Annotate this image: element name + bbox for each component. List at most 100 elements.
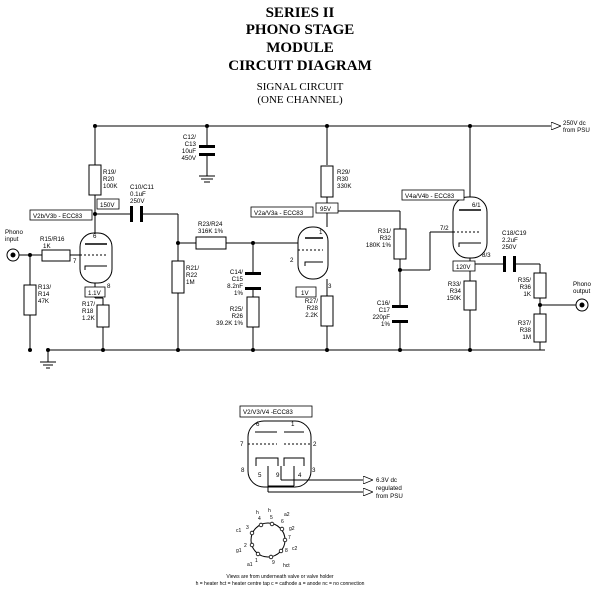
- label-r33: R33/ R34 150K: [447, 281, 462, 302]
- svg-text:6/1: 6/1: [472, 202, 481, 209]
- resistor-r15: [41, 249, 71, 262]
- label-c16: C16/ C17 220pF 1%: [372, 300, 390, 328]
- svg-text:R20: R20: [103, 176, 115, 183]
- svg-text:R23/R24: R23/R24: [198, 221, 223, 228]
- heater-supply-3: from PSU: [376, 493, 403, 500]
- svg-text:3: 3: [312, 467, 316, 474]
- svg-text:180K 1%: 180K 1%: [366, 242, 392, 249]
- svg-text:c2: c2: [292, 546, 298, 552]
- svg-text:2: 2: [313, 441, 317, 448]
- svg-text:2: 2: [290, 257, 294, 264]
- resistor-r25: [246, 296, 260, 328]
- resistor-r17: [96, 304, 110, 328]
- resistor-r35: [533, 272, 547, 299]
- svg-text:3: 3: [246, 525, 249, 531]
- voltage-1: 1V: [301, 290, 309, 297]
- svg-text:8.2nF: 8.2nF: [227, 283, 243, 290]
- svg-text:8/3: 8/3: [482, 252, 491, 259]
- svg-text:3: 3: [328, 283, 332, 290]
- capacitor-c16: [392, 305, 408, 308]
- label-r23: R23/R24 316K 1%: [198, 221, 224, 235]
- svg-text:C12/: C12/: [183, 134, 196, 141]
- subtitle-line-2: (ONE CHANNEL): [257, 94, 343, 106]
- capacitor-c14: [245, 272, 261, 275]
- svg-text:450V: 450V: [182, 155, 197, 162]
- valve-v2b: [79, 232, 113, 284]
- svg-text:R27/: R27/: [305, 298, 318, 305]
- label-phono-input: Phono input: [5, 229, 23, 243]
- label-r27: R27/ R28 2.2K: [305, 298, 319, 319]
- heater-supply-2: regulated: [376, 485, 402, 492]
- svg-text:1K: 1K: [523, 291, 531, 298]
- footnote-line-1: Views are from underneath valve or valve…: [226, 574, 334, 580]
- svg-text:1M: 1M: [186, 279, 195, 286]
- svg-text:C17: C17: [379, 307, 391, 314]
- svg-text:8: 8: [241, 467, 245, 474]
- svg-text:100K: 100K: [103, 183, 118, 190]
- svg-text:250V: 250V: [502, 244, 517, 251]
- svg-text:1K: 1K: [43, 243, 51, 250]
- title-line-4: CIRCUIT DIAGRAM: [228, 58, 371, 74]
- label-r35: R35/ R36 1K: [518, 277, 532, 298]
- svg-text:150K: 150K: [447, 295, 462, 302]
- footnote: Views are from underneath valve or valve…: [196, 574, 365, 587]
- svg-text:C10/C11: C10/C11: [130, 184, 155, 191]
- svg-text:R32: R32: [380, 235, 392, 242]
- svg-text:9: 9: [276, 472, 280, 479]
- svg-text:R21/: R21/: [186, 265, 199, 272]
- svg-text:47K: 47K: [38, 298, 50, 305]
- label-r37: R37/ R38 1M: [518, 320, 532, 341]
- svg-text:from PSU: from PSU: [563, 127, 590, 134]
- capacitors: [130, 145, 516, 323]
- title-line-1: SERIES II: [266, 5, 335, 21]
- svg-text:1%: 1%: [381, 321, 390, 328]
- title-line-2: PHONO STAGE: [246, 22, 355, 38]
- svg-text:C13: C13: [185, 141, 197, 148]
- svg-text:C15: C15: [232, 276, 244, 283]
- svg-text:6: 6: [256, 421, 260, 428]
- label-r31: R31/ R32 180K 1%: [366, 228, 392, 249]
- svg-text:7/2: 7/2: [440, 225, 449, 232]
- svg-text:R29/: R29/: [337, 169, 350, 176]
- resistors: [23, 164, 547, 343]
- voltage-120: 120V: [456, 264, 471, 271]
- label-c10: C10/C11 0.1uF 250V: [130, 184, 155, 205]
- resistor-r31: [393, 228, 407, 260]
- valve-v4: [452, 196, 488, 259]
- svg-text:R19/: R19/: [103, 169, 116, 176]
- svg-text:8: 8: [285, 548, 288, 554]
- pin-numbers: 6 7 8 1 2 3 6/1 7/2 8/3: [73, 202, 491, 290]
- title-block: SERIES II PHONO STAGE MODULE CIRCUIT DIA…: [228, 5, 371, 106]
- svg-text:R13/: R13/: [38, 284, 51, 291]
- valve-base-pinout: h h a2 c1 g2 g1 c2 a1 hct 4 5 6 3 7 2 8 …: [236, 508, 298, 569]
- label-c14: C14/ C15 8.2nF 1%: [227, 269, 243, 297]
- svg-text:8: 8: [107, 283, 111, 290]
- heater-title: V2/V3/V4 -ECC83: [243, 409, 293, 416]
- voltage-1-1: 1.1V: [88, 290, 102, 297]
- svg-text:2.2K: 2.2K: [305, 312, 319, 319]
- svg-text:R38: R38: [520, 327, 532, 334]
- svg-text:250V: 250V: [130, 198, 145, 205]
- svg-text:R28: R28: [307, 305, 319, 312]
- valve-label-v2b: V2b/V3b - ECC83: [33, 213, 83, 220]
- capacitor-c12: [199, 145, 215, 148]
- svg-text:39.2K 1%: 39.2K 1%: [216, 320, 243, 327]
- label-c18: C18/C19 2.2uF 250V: [502, 230, 527, 251]
- svg-text:6: 6: [281, 519, 284, 525]
- label-r25: R25/ R26 39.2K 1%: [216, 306, 243, 327]
- svg-text:R14: R14: [38, 291, 50, 298]
- svg-text:R33/: R33/: [448, 281, 461, 288]
- resistor-r37: [533, 313, 547, 343]
- component-labels: R19/ R20 100K C12/ C13 10uF 450V R29/ R3…: [5, 120, 591, 341]
- capacitor-c10: [130, 206, 133, 222]
- svg-text:1%: 1%: [234, 290, 243, 297]
- svg-text:R34: R34: [450, 288, 462, 295]
- heater-diagram: V2/V3/V4 -ECC83 6 1 7 2 8 3 5 9: [239, 405, 403, 500]
- svg-text:C16/: C16/: [377, 300, 390, 307]
- valve-v2a: [297, 226, 329, 280]
- valve-labels: V2b/V3b - ECC83 150V 1.1V V2a/V3a - ECC8…: [33, 193, 471, 297]
- label-r21: R21/ R22 1M: [186, 265, 199, 286]
- svg-text:4: 4: [258, 516, 261, 522]
- footnote-line-2: h = heater hct = heater centre tap c = c…: [196, 581, 365, 587]
- svg-text:input: input: [5, 236, 19, 243]
